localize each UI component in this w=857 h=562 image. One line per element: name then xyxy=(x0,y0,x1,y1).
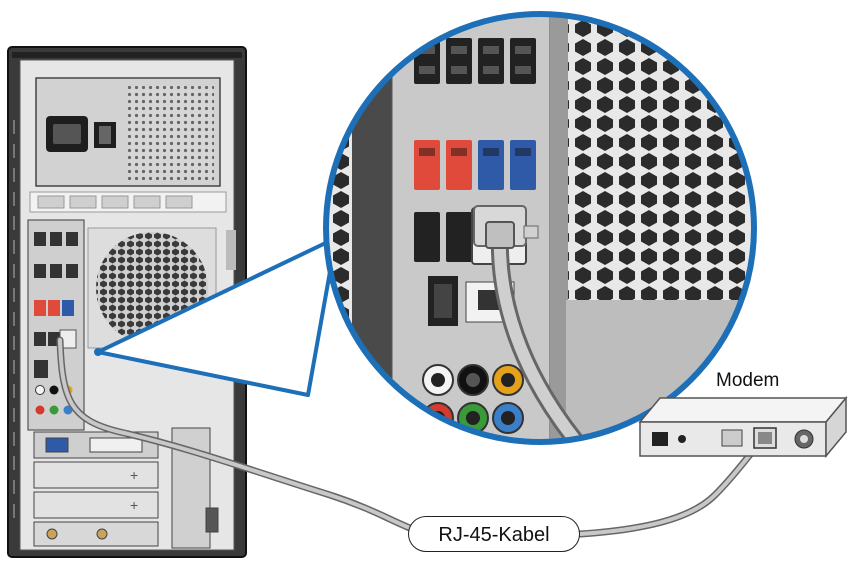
modem-power-jack-icon xyxy=(678,435,686,443)
modem-phone-port-icon xyxy=(652,432,668,446)
modem-device xyxy=(640,398,846,456)
rear-io-panel xyxy=(28,220,84,430)
modem-label: Modem xyxy=(716,370,779,392)
psu-vent-grill-icon xyxy=(128,86,214,180)
modem-usb-port-icon xyxy=(722,430,742,446)
hdmi-port-icon xyxy=(34,360,48,378)
zoom-callout xyxy=(326,10,756,450)
svg-text:+: + xyxy=(130,497,138,513)
cable-label: RJ-45-Kabel xyxy=(408,516,580,552)
expansion-slots: + + xyxy=(34,428,218,548)
power-supply xyxy=(36,78,220,186)
svg-text:+: + xyxy=(130,467,138,483)
